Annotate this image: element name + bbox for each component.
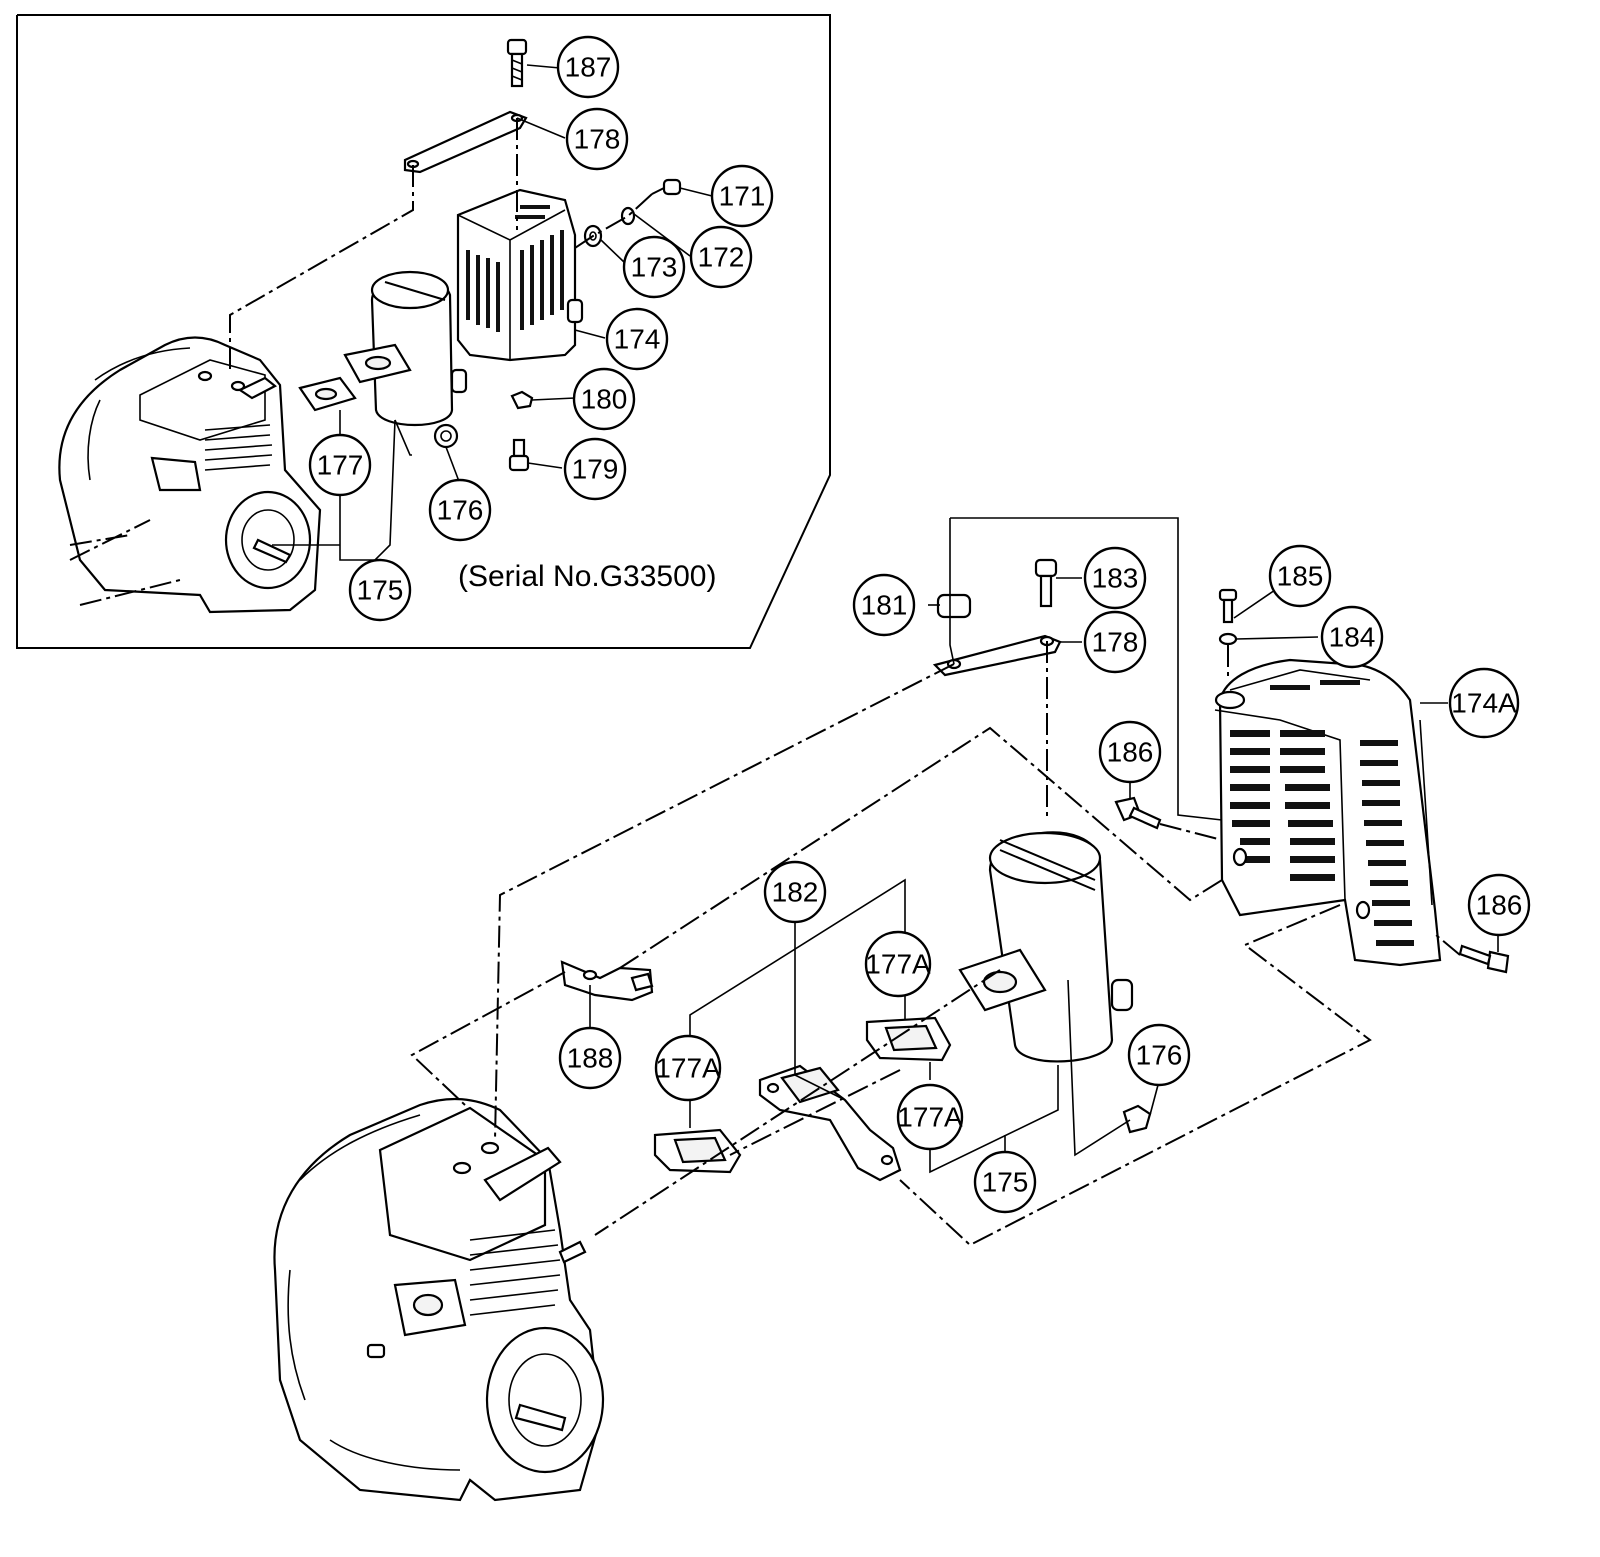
svg-text:182: 182: [772, 877, 819, 908]
callout-174: 174: [605, 307, 669, 371]
callout-171: 171: [710, 164, 774, 228]
inset-cover-slots: [466, 205, 564, 332]
callout-187: 187: [556, 35, 620, 99]
inset-serial-note: (Serial No.G33500): [458, 560, 716, 593]
callout-174A: 174A: [1448, 667, 1520, 739]
main-muffler: [958, 831, 1134, 1063]
inset-small-parts: [298, 38, 682, 472]
svg-text:177: 177: [317, 450, 364, 481]
inset-muffler: [343, 270, 468, 426]
callout-176-inset: 176: [428, 478, 492, 542]
inset-engine: [58, 336, 322, 614]
callout-176-main: 176: [1127, 1023, 1191, 1087]
svg-text:172: 172: [698, 242, 745, 273]
callout-173: 173: [622, 235, 686, 299]
main-engine: [273, 1097, 605, 1502]
callout-172: 172: [689, 225, 753, 289]
inset-frame: [16, 14, 831, 649]
inset-muffler-cover: [456, 188, 584, 362]
svg-text:178: 178: [574, 124, 621, 155]
callout-182: 182: [763, 860, 827, 924]
callout-188: 188: [558, 1026, 622, 1090]
svg-text:187: 187: [565, 52, 612, 83]
svg-text:174A: 174A: [1451, 688, 1517, 719]
svg-text:181: 181: [861, 590, 908, 621]
callout-177A-right: 177A: [864, 930, 932, 998]
svg-text:177A: 177A: [865, 949, 931, 980]
callout-186-upper: 186: [1098, 720, 1162, 784]
callout-178-main: 178: [1083, 610, 1147, 674]
main-cover-slots: [1230, 680, 1414, 946]
callouts: 187 178 171 172 173 174 180 179 177 176 …: [308, 35, 1531, 1214]
callout-178-inset: 178: [565, 107, 629, 171]
callout-175-main: 175: [973, 1150, 1037, 1214]
svg-text:176: 176: [1136, 1040, 1183, 1071]
main-muffler-cover: [1214, 658, 1442, 967]
callout-183: 183: [1083, 546, 1147, 610]
svg-text:171: 171: [719, 181, 766, 212]
svg-text:175: 175: [357, 575, 404, 606]
callout-184: 184: [1320, 605, 1384, 669]
callout-186-lower: 186: [1467, 873, 1531, 937]
svg-text:173: 173: [631, 252, 678, 283]
inset-leader-lines: [229, 64, 713, 561]
svg-text:176: 176: [437, 495, 484, 526]
callout-179: 179: [563, 437, 627, 501]
svg-text:184: 184: [1329, 622, 1376, 653]
svg-text:186: 186: [1476, 890, 1523, 921]
svg-text:175: 175: [982, 1167, 1029, 1198]
main-small-parts: [560, 558, 1510, 1182]
svg-text:177A: 177A: [655, 1053, 721, 1084]
callout-177: 177: [308, 433, 372, 497]
main-leader-lines: [410, 517, 1499, 1247]
callout-180: 180: [572, 367, 636, 431]
svg-text:183: 183: [1092, 563, 1139, 594]
svg-text:188: 188: [567, 1043, 614, 1074]
svg-text:186: 186: [1107, 737, 1154, 768]
svg-text:178: 178: [1092, 627, 1139, 658]
svg-text:174: 174: [614, 324, 661, 355]
svg-text:177A: 177A: [897, 1102, 963, 1133]
callout-181: 181: [852, 573, 916, 637]
svg-text:185: 185: [1277, 561, 1324, 592]
callout-175-inset: 175: [348, 558, 412, 622]
svg-text:179: 179: [572, 454, 619, 485]
callout-177A-lower: 177A: [896, 1083, 964, 1151]
callout-177A-left: 177A: [654, 1034, 722, 1102]
callout-185: 185: [1268, 544, 1332, 608]
svg-text:180: 180: [581, 384, 628, 415]
